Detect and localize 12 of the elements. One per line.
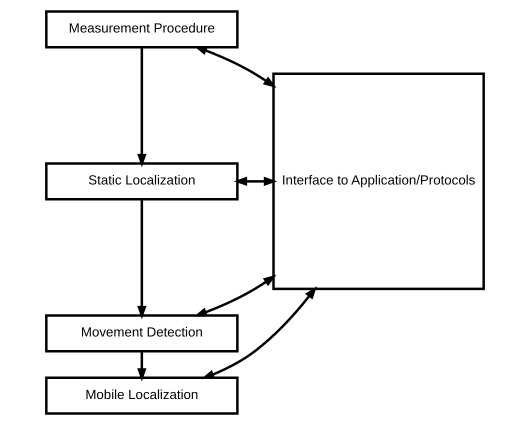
arrow <box>137 199 147 320</box>
arrow <box>194 46 276 88</box>
arrow <box>137 47 147 168</box>
node-box: Interface to Application/Protocols <box>272 72 485 290</box>
arrow <box>234 176 278 186</box>
arrow <box>137 351 147 382</box>
node-box: Movement Detection <box>45 314 239 352</box>
node-box: Static Localization <box>45 162 239 200</box>
node-box: Measurement Procedure <box>45 10 239 48</box>
node-box: Mobile Localization <box>45 376 239 415</box>
arrow <box>201 286 317 380</box>
arrow <box>194 274 276 317</box>
